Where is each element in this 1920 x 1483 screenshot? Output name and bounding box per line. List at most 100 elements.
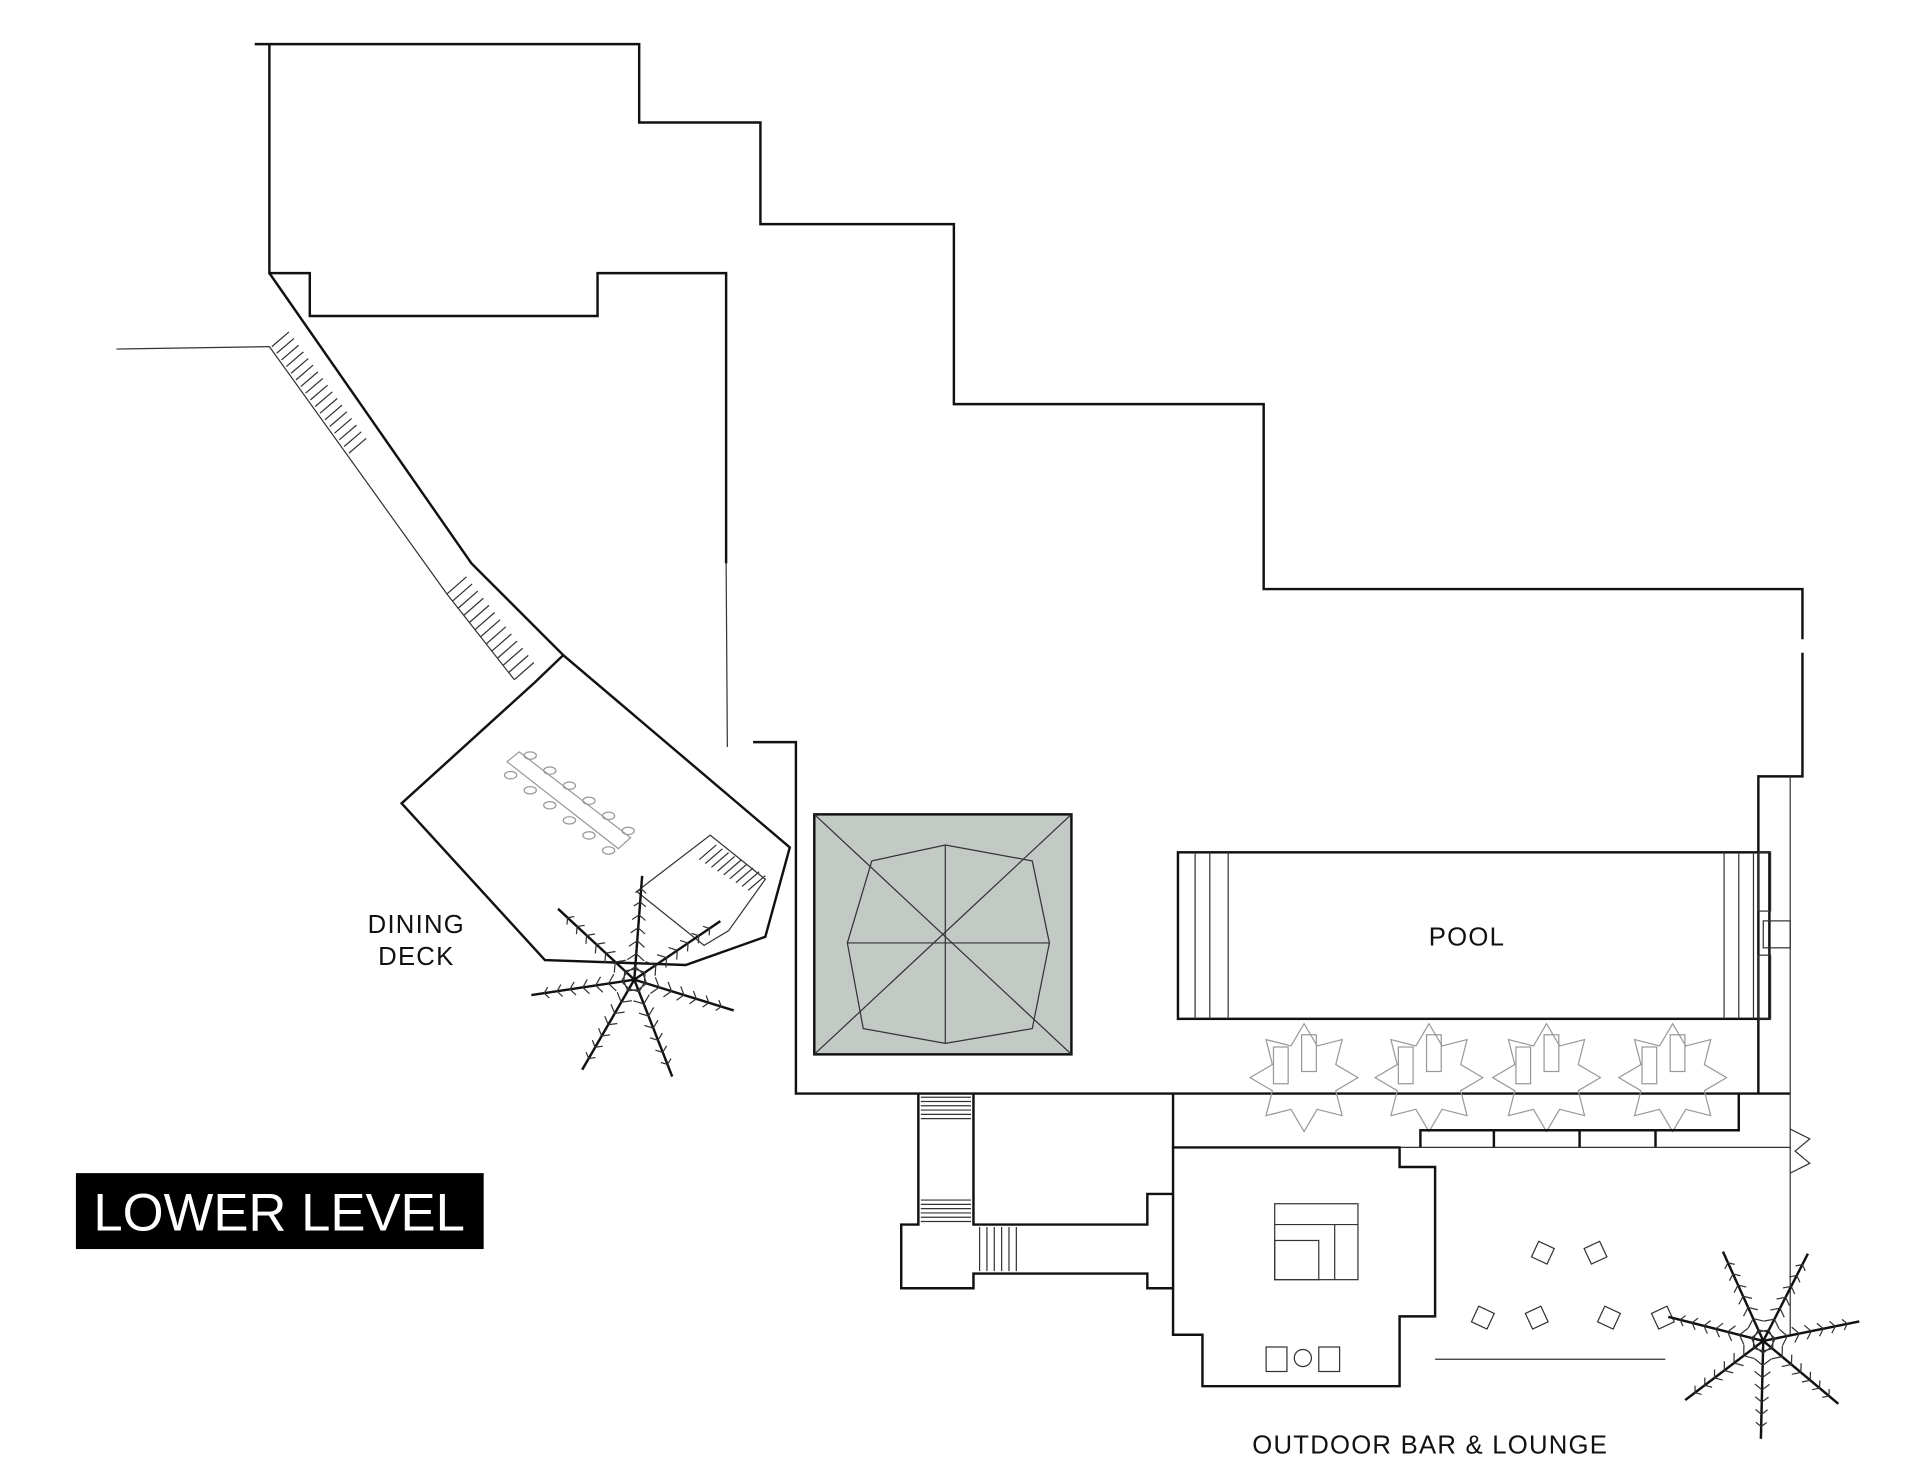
palm-leaflet [1762, 1358, 1772, 1366]
palm-leaflet [1781, 1363, 1792, 1368]
stair-tread [281, 344, 300, 361]
palm-leaflet [1754, 1383, 1763, 1391]
sun-lounger [1425, 1034, 1442, 1073]
boundary-line [116, 345, 270, 350]
palm-leaflet [604, 953, 607, 964]
palm-leaflet [1843, 1323, 1848, 1331]
palm-leaflet [639, 901, 647, 908]
title-box [75, 1173, 484, 1250]
palm-leaflet [595, 985, 604, 993]
palm-leaflet [1679, 1315, 1687, 1321]
palm-leaflet [640, 888, 647, 894]
palm-leaflet [543, 992, 550, 999]
dining-chair [562, 781, 577, 790]
table-top [505, 751, 632, 850]
palm-leaflet [585, 935, 588, 944]
palm-frond [557, 907, 636, 981]
palm-leaflet [1737, 1284, 1747, 1288]
stair-tread [334, 417, 353, 434]
divider-line [725, 563, 728, 748]
stair-tread [729, 863, 748, 880]
dining-chairs [503, 751, 635, 855]
palm-leaflet [1831, 1326, 1836, 1334]
palm-leaflet [1816, 1322, 1824, 1330]
palm-leaflet [1829, 1320, 1836, 1327]
walkway-edge-right [268, 272, 565, 657]
dining-chair [523, 751, 537, 760]
palm-leaflet [692, 990, 698, 1000]
dining-deck [399, 653, 792, 967]
palm-leaflet [666, 1058, 672, 1065]
stair-tread [735, 867, 754, 884]
palm-leaflet [631, 914, 640, 920]
umbrella [1249, 1022, 1360, 1133]
stair-tread [723, 859, 742, 876]
stair-tread [513, 662, 535, 681]
umbrella [1491, 1022, 1602, 1133]
palm-leaflet [654, 977, 660, 988]
umbrella [1617, 1022, 1728, 1133]
palm-leaflet [667, 981, 673, 992]
lounge-room [1171, 1146, 1437, 1388]
palm-leaflet [605, 950, 616, 954]
palm-leaflet [656, 954, 667, 959]
stair-tread [338, 424, 357, 441]
stair-tread [711, 852, 729, 868]
palm-leaflet [1811, 1387, 1820, 1391]
palm-leaflet [680, 986, 685, 996]
palm-leaflet [1742, 1307, 1749, 1317]
palm-leaflet [575, 926, 578, 935]
dining-chair [601, 811, 616, 821]
palm-leaflet [595, 1045, 603, 1048]
palm-leaflet [643, 994, 650, 1005]
door-icon [1789, 1128, 1811, 1174]
palm-leaflet [630, 927, 639, 934]
stair-tread [305, 378, 324, 394]
pool-steps [1194, 776, 1791, 1094]
stair-tread [741, 871, 760, 887]
west-building-wall [268, 44, 728, 564]
dining-chair [601, 846, 616, 855]
palm-leaflet [604, 1015, 609, 1025]
palm-leaflet [644, 1024, 654, 1029]
palm-leaflet [1703, 1320, 1711, 1327]
stair-tread [324, 404, 343, 421]
sectional-sofa [1274, 1203, 1359, 1281]
palm-leaflet [1803, 1324, 1812, 1332]
palm-leaflet [1728, 1273, 1734, 1281]
dining-label-line2: DECK [378, 943, 454, 971]
stair-tread [452, 583, 473, 602]
palm-leaflet [1742, 1295, 1753, 1299]
palm-leaflet [655, 1049, 663, 1053]
palm-leaflet [596, 942, 606, 945]
palm-leaflet [1790, 1286, 1796, 1295]
upper-building-wall [254, 42, 1804, 640]
palm-leaflet [626, 953, 637, 961]
stair-tread [314, 391, 333, 407]
stair-tread [457, 590, 479, 609]
gazebo-ribs [813, 813, 1072, 1055]
palm-leaflet [1761, 1383, 1770, 1391]
palm-leaflet [1715, 1322, 1724, 1330]
palm-leaflet [614, 1011, 625, 1015]
palm-leaflet [1752, 1329, 1759, 1341]
palm-leaflet [676, 994, 685, 1001]
palm-leaflet [679, 939, 689, 944]
bridge-wall-top [972, 1093, 1174, 1226]
palm-leaflet [1776, 1296, 1786, 1300]
palm-trees [531, 875, 1860, 1439]
sun-lounger [1515, 1046, 1532, 1085]
dining-chair [543, 801, 557, 810]
palm-tree [531, 875, 735, 1078]
palm-leaflet [1724, 1369, 1734, 1374]
palm-leaflet [636, 940, 646, 948]
deck-platform [635, 834, 767, 947]
palm-frond [1668, 1315, 1764, 1343]
stair-tread [300, 371, 319, 388]
palm-leaflet [1779, 1307, 1785, 1318]
palm-leaflet [1727, 1331, 1733, 1342]
palm-leaflet [702, 1002, 710, 1008]
palm-leaflet [1761, 1396, 1769, 1403]
stair-tread [508, 654, 529, 673]
